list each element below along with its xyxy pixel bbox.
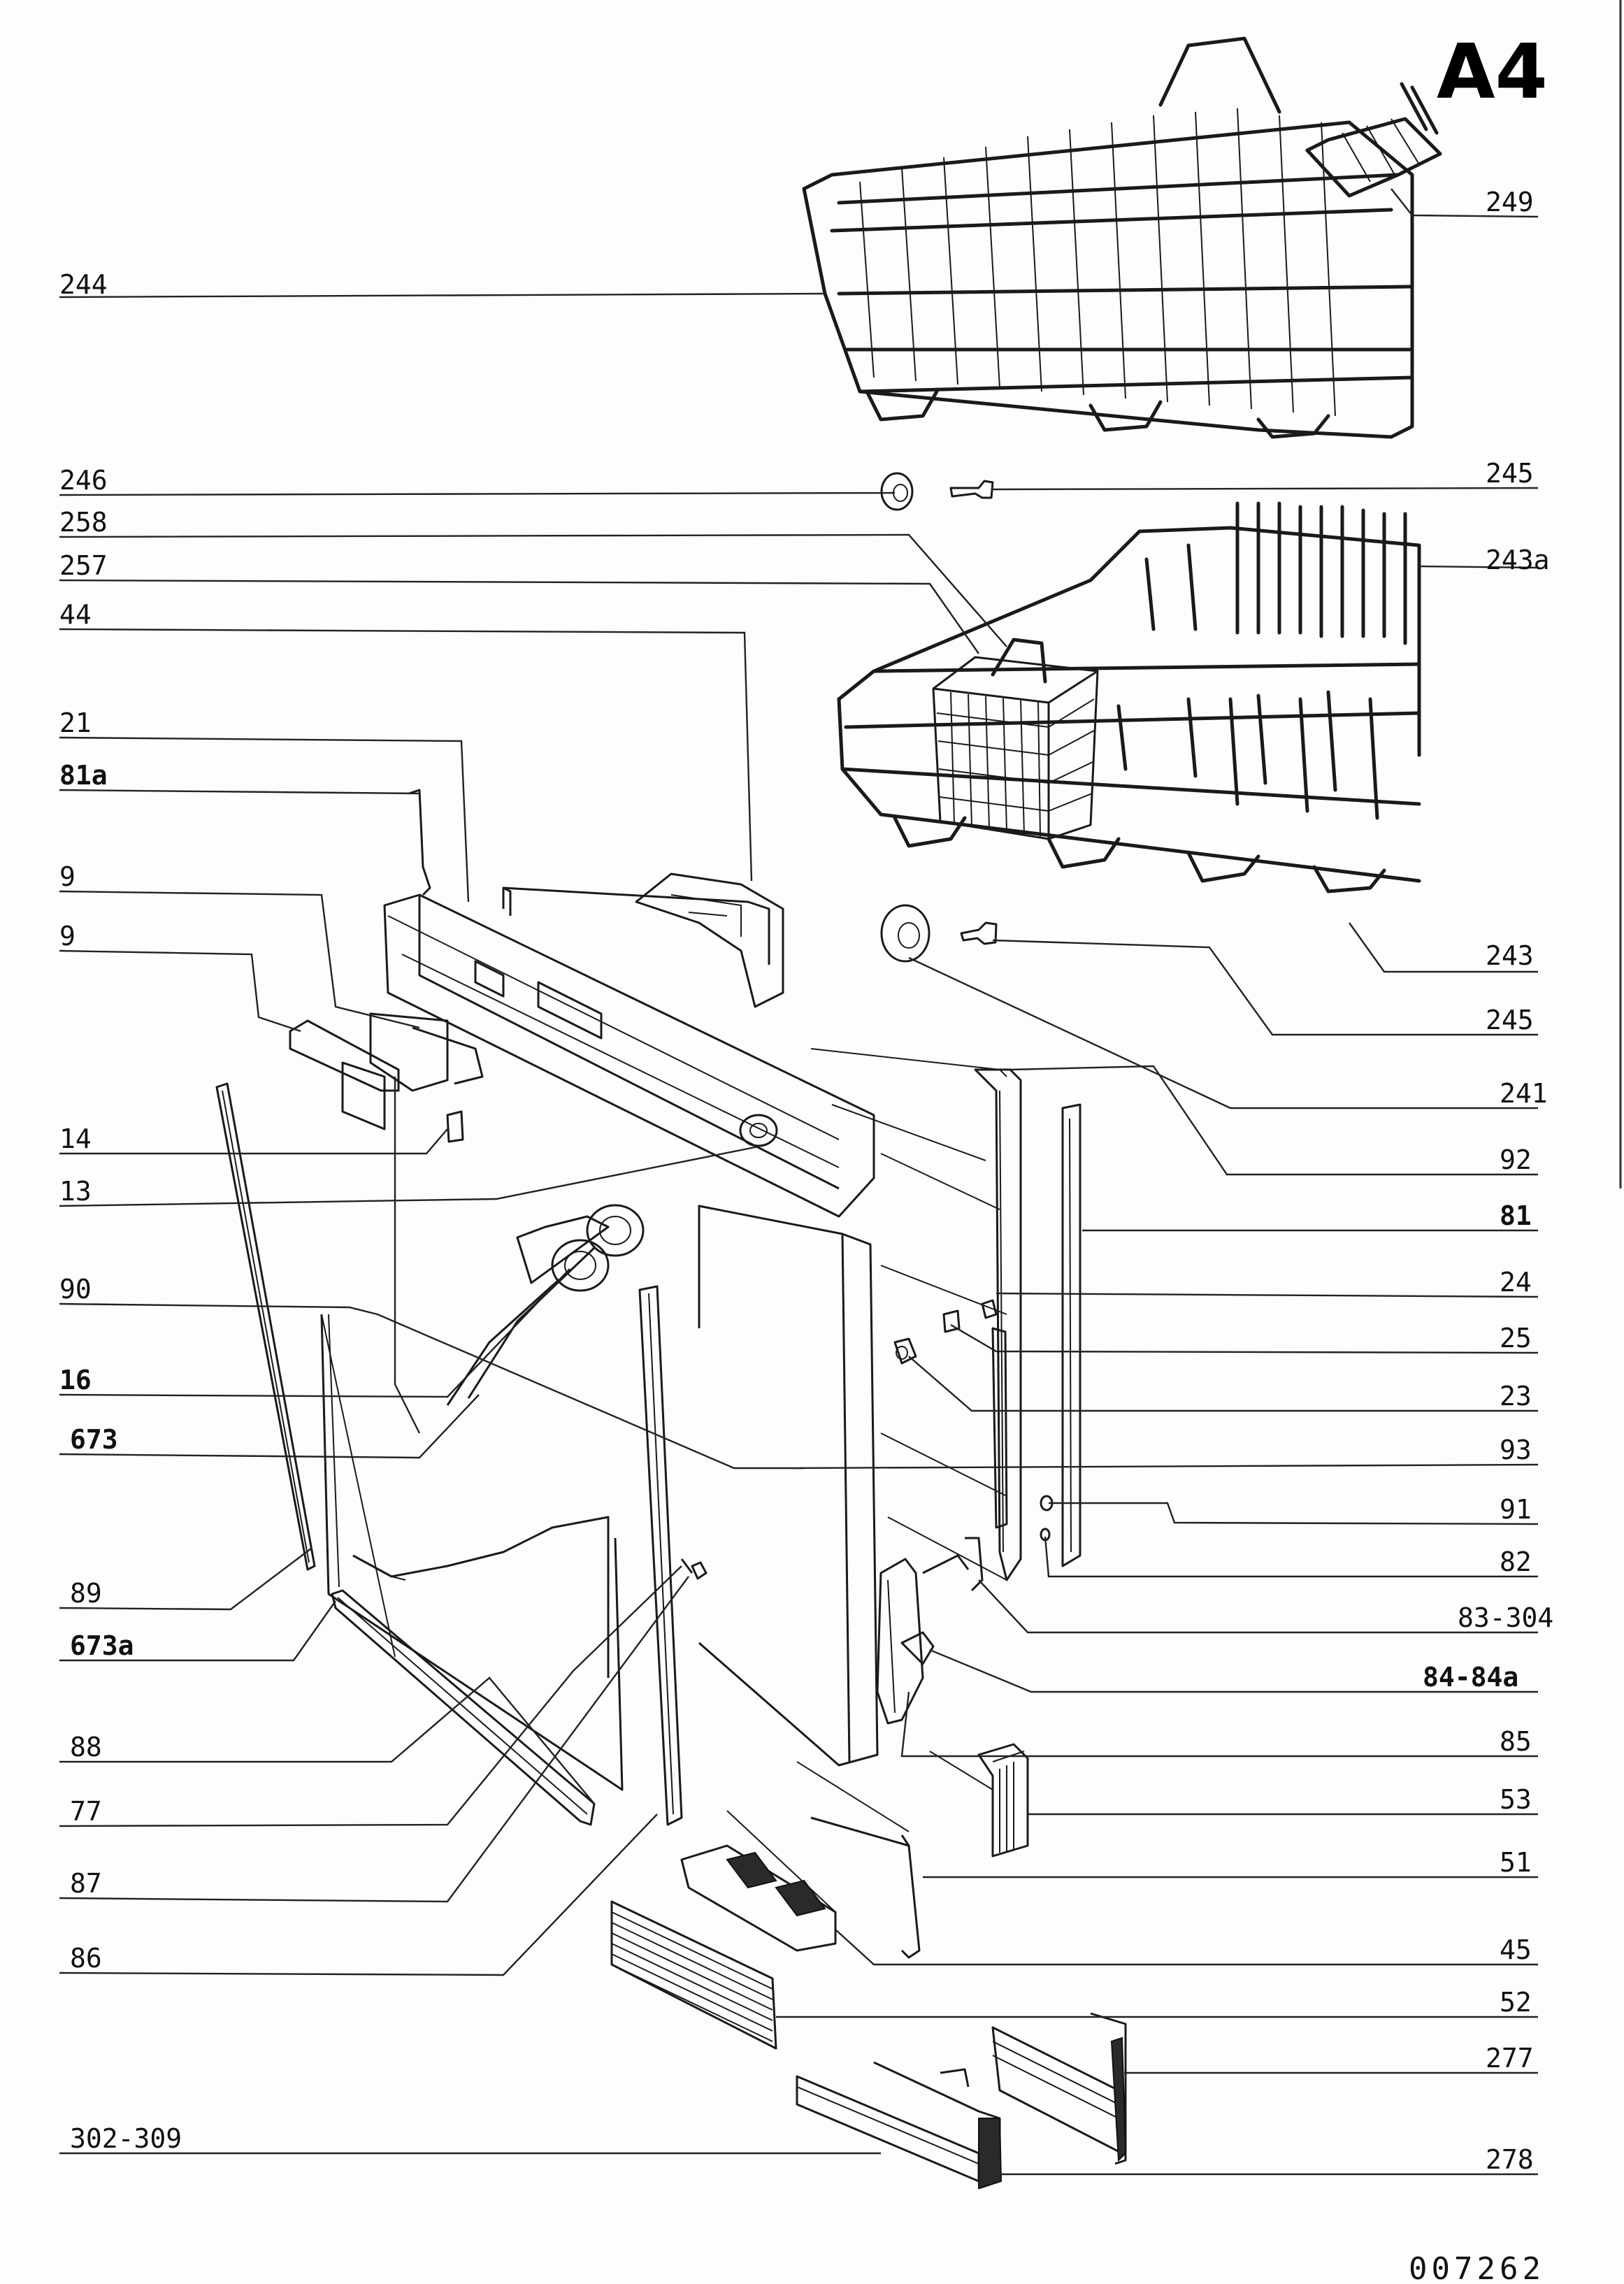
- label-87: 87: [70, 1868, 102, 1899]
- kick-strip: [610, 1900, 777, 2050]
- label-246: 246: [59, 465, 108, 496]
- roller-axle: [949, 480, 994, 499]
- kick-strip: [796, 2061, 1003, 2190]
- roller-axle: [960, 921, 998, 945]
- label-21: 21: [59, 708, 92, 738]
- label-91: 91: [1500, 1494, 1532, 1525]
- inner-door-panel: [974, 1068, 1082, 1581]
- label-86: 86: [70, 1943, 102, 1974]
- label-92: 92: [1500, 1144, 1532, 1175]
- label-258: 258: [59, 507, 108, 538]
- upper-basket: [802, 36, 1414, 439]
- door-side-trim: [408, 789, 431, 896]
- label-90: 90: [59, 1274, 92, 1305]
- door-hinge-bracket: [876, 1554, 970, 1725]
- label-673: 673: [70, 1424, 118, 1455]
- left-labels: 244 246 258 257 44 21 81a 9 9 14 13 90 1…: [59, 269, 182, 2154]
- label-52: 52: [1500, 1987, 1532, 2018]
- right-labels: 249 245 243a 243 245 241 92 81 24 25 23 …: [1423, 187, 1553, 2175]
- label-89: 89: [70, 1578, 102, 1609]
- label-243: 243: [1486, 940, 1534, 971]
- label-45: 45: [1500, 1934, 1532, 1965]
- label-23: 23: [1500, 1381, 1532, 1412]
- label-278: 278: [1486, 2144, 1534, 2175]
- label-44: 44: [59, 599, 92, 630]
- label-85: 85: [1500, 1726, 1532, 1757]
- door-hinge-bracket: [289, 1012, 484, 1143]
- door-side-trim: [215, 1082, 316, 1571]
- label-241: 241: [1500, 1078, 1548, 1109]
- page-code: A4: [1437, 29, 1548, 116]
- label-9-upper: 9: [59, 861, 76, 892]
- label-16: 16: [59, 1365, 92, 1395]
- door-hinge-bracket: [893, 1299, 1054, 1592]
- control-panel-trim: [383, 893, 875, 1218]
- label-245-lower: 245: [1486, 1005, 1534, 1035]
- cutlery-rack: [1305, 82, 1442, 198]
- door-outer-panel: [698, 1048, 1007, 1767]
- door-side-trim: [638, 1285, 683, 1826]
- door-seal-strip: [331, 1589, 596, 1826]
- door-outer-panel: [320, 1314, 624, 1791]
- label-77: 77: [70, 1796, 102, 1827]
- label-51: 51: [1500, 1847, 1532, 1878]
- leader-lines-right: [776, 188, 1539, 2176]
- roller-wheel: [880, 472, 914, 511]
- label-53: 53: [1500, 1784, 1532, 1815]
- cutlery-basket: [932, 638, 1099, 840]
- label-249: 249: [1486, 187, 1534, 217]
- label-81a: 81a: [59, 760, 108, 791]
- label-257: 257: [59, 550, 108, 581]
- label-88: 88: [70, 1732, 102, 1762]
- label-93: 93: [1500, 1435, 1532, 1465]
- plinth-panel: [929, 1743, 1029, 1858]
- label-82: 82: [1500, 1546, 1532, 1577]
- label-9-lower: 9: [59, 921, 76, 951]
- door-hinge-bracket: [680, 1810, 837, 1952]
- plinth-panel: [796, 1761, 921, 1959]
- label-245-upper: 245: [1486, 458, 1534, 489]
- label-244: 244: [59, 269, 108, 300]
- label-84-84a: 84-84a: [1423, 1662, 1518, 1693]
- inner-door-panel: [502, 886, 770, 965]
- label-25: 25: [1500, 1323, 1532, 1353]
- document-number: 007262: [1409, 2251, 1545, 2284]
- label-673a: 673a: [70, 1630, 134, 1661]
- label-81: 81: [1500, 1200, 1532, 1231]
- label-13: 13: [59, 1176, 92, 1207]
- label-24: 24: [1500, 1267, 1532, 1298]
- lower-basket: [837, 501, 1421, 893]
- label-277: 277: [1486, 2043, 1534, 2074]
- label-14: 14: [59, 1123, 92, 1154]
- roller-wheel: [880, 904, 930, 963]
- door-hinge-bracket: [635, 872, 784, 1008]
- label-243a: 243a: [1486, 545, 1550, 575]
- label-83-304: 83-304: [1458, 1602, 1553, 1633]
- door-hinge-bracket: [446, 1204, 707, 1580]
- kick-strip: [991, 2012, 1127, 2165]
- leader-lines-left: [59, 292, 1007, 2155]
- label-302-309: 302-309: [70, 2123, 182, 2154]
